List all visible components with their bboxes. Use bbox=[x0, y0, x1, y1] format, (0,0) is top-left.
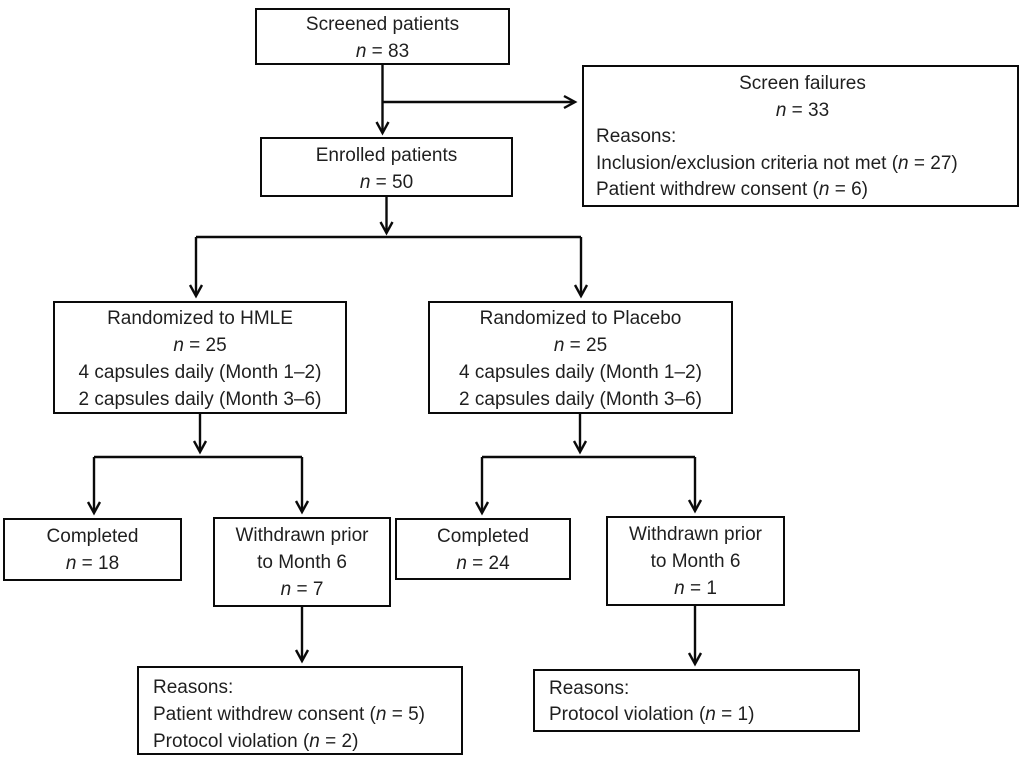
text-segment: to Month 6 bbox=[257, 552, 347, 573]
text-segment: = 5) bbox=[386, 704, 425, 725]
text-segment: 2 capsules daily (Month 3–6) bbox=[78, 389, 322, 410]
text-segment: = 6) bbox=[829, 179, 868, 200]
text-segment: Reasons: bbox=[596, 126, 677, 147]
text-line: 4 capsules daily (Month 1–2) bbox=[55, 359, 345, 386]
text-segment: = 2) bbox=[319, 731, 359, 752]
box-screened-patients: Screened patients n = 83 bbox=[255, 8, 510, 65]
text-segment: Reasons: bbox=[549, 678, 630, 699]
text-segment: = 7 bbox=[291, 579, 324, 600]
text-line: Randomized to HMLE bbox=[55, 305, 345, 332]
box-enrolled-patients: Enrolled patients n = 50 bbox=[260, 137, 513, 197]
text-segment: Randomized to Placebo bbox=[479, 308, 682, 329]
text-segment: = 50 bbox=[370, 171, 414, 193]
text-line: Inclusion/exclusion criteria not met (n … bbox=[596, 151, 1009, 178]
box-completed-hmle: Completed n = 18 bbox=[3, 518, 182, 581]
text-segment: Protocol violation ( bbox=[549, 704, 706, 725]
text-line: n = 18 bbox=[5, 551, 180, 578]
text-segment: = 1 bbox=[684, 578, 717, 599]
box-reasons-hmle: Reasons:Patient withdrew consent (n = 5)… bbox=[137, 666, 463, 755]
text-segment: = 25 bbox=[564, 335, 608, 356]
n-symbol: n bbox=[818, 179, 830, 200]
text-segment: 4 capsules daily (Month 1–2) bbox=[459, 362, 702, 383]
text-segment: = 83 bbox=[366, 40, 410, 62]
text-segment: Screen failures bbox=[739, 73, 866, 94]
text-line: 2 capsules daily (Month 3–6) bbox=[55, 386, 345, 413]
text-line: Patient withdrew consent (n = 6) bbox=[596, 177, 1009, 204]
text-segment: to Month 6 bbox=[650, 551, 741, 572]
n-symbol: n bbox=[705, 704, 716, 725]
n-symbol: n bbox=[898, 152, 909, 174]
box-completed-placebo: Completed n = 24 bbox=[395, 518, 571, 580]
n-symbol: n bbox=[674, 578, 685, 599]
text-line: Screened patients bbox=[257, 12, 508, 39]
text-segment: Completed bbox=[46, 526, 139, 547]
n-symbol: n bbox=[359, 171, 371, 193]
text-line: n = 1 bbox=[608, 575, 783, 602]
text-line: Reasons: bbox=[596, 124, 1009, 151]
box-randomized-hmle: Randomized to HMLE n = 25 4 capsules daily… bbox=[53, 301, 347, 414]
n-symbol: n bbox=[775, 99, 787, 121]
n-symbol: n bbox=[553, 335, 565, 356]
text-segment: = 1) bbox=[715, 704, 755, 725]
n-symbol: n bbox=[309, 731, 320, 752]
text-line: to Month 6 bbox=[608, 548, 783, 575]
n-symbol: n bbox=[65, 552, 77, 574]
text-segment: Protocol violation ( bbox=[153, 731, 310, 752]
box-withdrawn-placebo: Withdrawn prior to Month 6 n = 1 bbox=[606, 516, 785, 606]
box-randomized-placebo: Randomized to Placebo n = 25 4 capsules da… bbox=[428, 301, 733, 414]
text-line: n = 7 bbox=[215, 576, 389, 603]
text-line: Reasons: bbox=[549, 676, 852, 702]
text-line: Withdrawn prior bbox=[215, 522, 389, 549]
text-line: Withdrawn prior bbox=[608, 521, 783, 548]
box-reasons-placebo: Reasons: Protocol violation (n = 1) bbox=[533, 669, 860, 732]
n-symbol: n bbox=[375, 704, 387, 725]
text-line: n = 83 bbox=[257, 39, 508, 66]
text-line: to Month 6 bbox=[215, 549, 389, 576]
text-line: Protocol violation (n = 1) bbox=[549, 702, 852, 728]
text-segment: 4 capsules daily (Month 1–2) bbox=[78, 362, 322, 383]
text-segment: = 27) bbox=[908, 152, 958, 174]
text-segment: = 18 bbox=[76, 552, 120, 574]
n-symbol: n bbox=[173, 335, 184, 356]
text-line: Completed bbox=[5, 524, 180, 551]
text-segment: Patient withdrew consent ( bbox=[596, 179, 819, 200]
text-segment: Withdrawn prior bbox=[628, 524, 763, 545]
text-segment: Reasons: bbox=[153, 677, 234, 698]
n-symbol: n bbox=[355, 40, 367, 62]
text-line: Screen failures bbox=[596, 71, 1009, 98]
text-segment: Inclusion/exclusion criteria not met ( bbox=[596, 152, 899, 174]
text-line: Randomized to Placebo bbox=[430, 305, 731, 332]
text-line: n = 50 bbox=[262, 170, 511, 197]
text-segment: Randomized to HMLE bbox=[107, 308, 293, 329]
box-withdrawn-hmle: Withdrawn prior to Month 6 n = 7 bbox=[213, 517, 391, 607]
text-line: Protocol violation (n = 2) bbox=[153, 728, 455, 755]
text-line: 2 capsules daily (Month 3–6) bbox=[430, 386, 731, 413]
text-segment: = 33 bbox=[786, 99, 830, 121]
text-line: n = 24 bbox=[397, 551, 569, 578]
text-segment: 2 capsules daily (Month 3–6) bbox=[459, 389, 702, 410]
n-symbol: n bbox=[456, 552, 467, 574]
text-line: Enrolled patients bbox=[262, 143, 511, 170]
text-segment: = 25 bbox=[183, 335, 227, 356]
text-line: n = 25 bbox=[430, 332, 731, 359]
text-segment: Withdrawn prior bbox=[235, 525, 369, 546]
text-segment: = 24 bbox=[466, 552, 510, 574]
n-symbol: n bbox=[280, 579, 292, 600]
text-segment: Patient withdrew consent ( bbox=[153, 704, 376, 725]
text-line: Completed bbox=[397, 524, 569, 551]
text-line: Reasons: bbox=[153, 674, 455, 701]
text-line: n = 33 bbox=[596, 98, 1009, 125]
text-line: Patient withdrew consent (n = 5) bbox=[153, 701, 455, 728]
text-segment: Enrolled patients bbox=[315, 145, 458, 166]
text-line: n = 25 bbox=[55, 332, 345, 359]
text-segment: Screened patients bbox=[305, 14, 460, 35]
text-line: 4 capsules daily (Month 1–2) bbox=[430, 359, 731, 386]
text-segment: Completed bbox=[437, 526, 529, 547]
